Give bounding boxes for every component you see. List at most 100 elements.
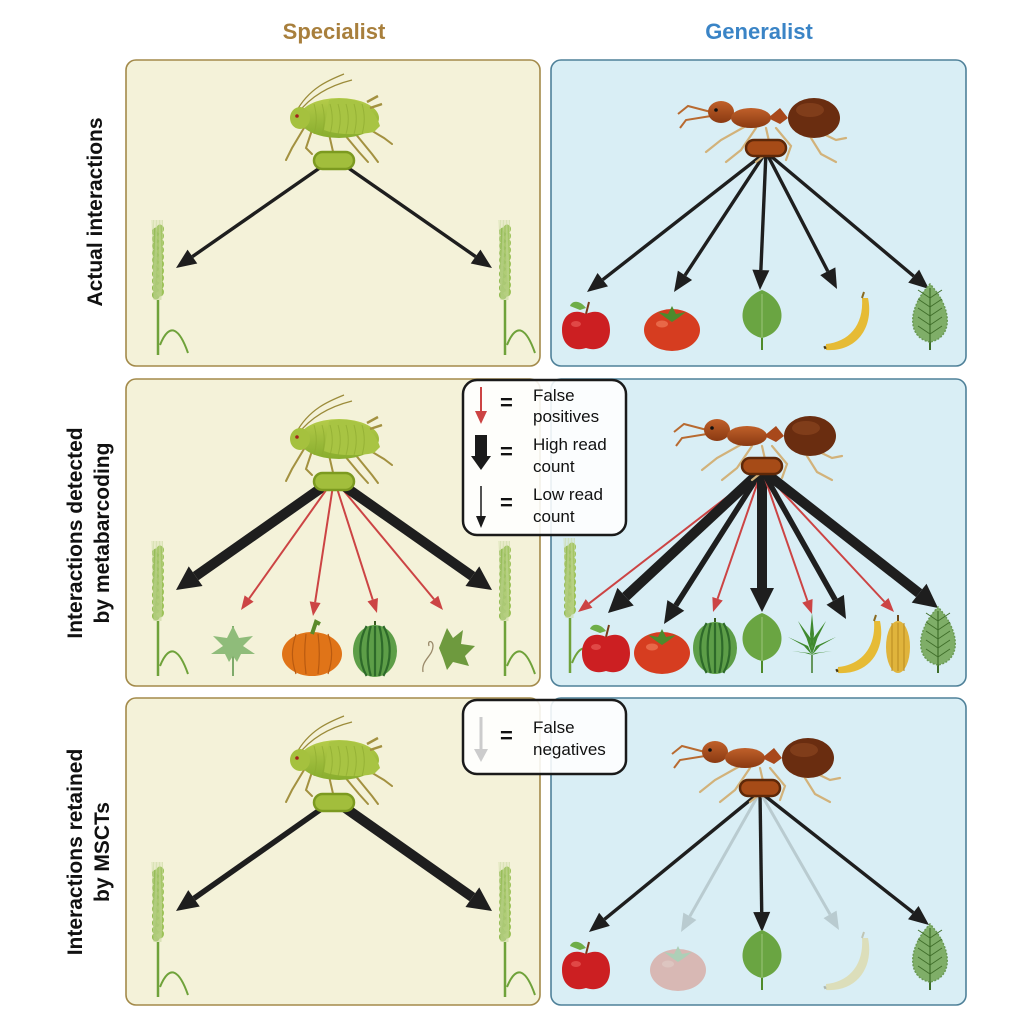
leaf-icon bbox=[742, 613, 782, 673]
interaction-arrow-false-negative bbox=[758, 791, 839, 930]
column-title-generalist: Generalist bbox=[705, 19, 813, 44]
interaction-arrow-true bbox=[759, 468, 846, 619]
consumer-node bbox=[312, 471, 356, 492]
svg-text:=: = bbox=[500, 439, 513, 464]
row-title-retained: Interactions retained by MSCTs bbox=[64, 749, 114, 956]
wheat-icon bbox=[151, 861, 189, 997]
legend-label-low-read-1: Low read bbox=[533, 485, 603, 504]
ant-icon bbox=[677, 98, 848, 164]
ant-icon bbox=[673, 416, 844, 482]
interaction-arrow-true bbox=[764, 151, 837, 289]
panel-specialist-actual bbox=[125, 59, 541, 367]
svg-text:Interactions retained: Interactions retained bbox=[64, 749, 87, 956]
interaction-arrow-false-positive bbox=[333, 478, 378, 613]
interaction-arrow-true bbox=[176, 797, 336, 911]
panel-generalist-actual bbox=[550, 59, 967, 367]
tomato-icon bbox=[634, 629, 690, 674]
legend-label-false-positives-1: False bbox=[533, 386, 575, 405]
aphid-icon bbox=[285, 394, 393, 492]
svg-text:=: = bbox=[500, 490, 513, 515]
wheat-icon bbox=[151, 540, 189, 676]
cannabis-icon bbox=[788, 613, 836, 673]
interaction-arrow-true bbox=[176, 474, 337, 590]
svg-text:Actual interactions: Actual interactions bbox=[84, 117, 107, 306]
consumer-node bbox=[744, 138, 788, 158]
interaction-arrow-false-positive bbox=[309, 478, 335, 616]
apple-icon bbox=[562, 301, 610, 350]
interaction-arrow-true bbox=[331, 795, 492, 911]
weed-leaf-icon bbox=[211, 626, 255, 676]
legend-label-false-positives-2: positives bbox=[533, 407, 599, 426]
legend-retained: = False negatives bbox=[461, 698, 628, 776]
wheat-icon bbox=[498, 219, 536, 355]
cacao-icon bbox=[886, 615, 910, 673]
watermelon-icon bbox=[353, 621, 397, 677]
consumer-node bbox=[740, 456, 784, 476]
leaf-icon bbox=[742, 930, 782, 990]
aphid-icon bbox=[285, 73, 393, 171]
legend-label-high-read-2: count bbox=[533, 457, 575, 476]
interaction-arrow-true bbox=[750, 470, 774, 612]
svg-text:by MSCTs: by MSCTs bbox=[91, 802, 114, 902]
interaction-arrow-false-negative bbox=[681, 791, 762, 932]
wheat-icon bbox=[498, 540, 536, 676]
legend-label-high-read-1: High read bbox=[533, 435, 607, 454]
interaction-arrow-true bbox=[753, 791, 771, 932]
pumpkin-icon bbox=[282, 619, 342, 676]
interaction-arrow-true bbox=[333, 156, 492, 268]
wheat-icon bbox=[151, 219, 189, 355]
banana-icon bbox=[823, 291, 870, 351]
interaction-arrow-true bbox=[664, 468, 765, 624]
interaction-arrow-true bbox=[674, 151, 768, 292]
apple-icon bbox=[582, 624, 630, 673]
legend-label-false-negatives-1: False bbox=[533, 718, 575, 737]
watermelon-icon bbox=[693, 618, 737, 674]
interaction-arrow-true bbox=[608, 466, 766, 613]
grape-leaf-icon bbox=[422, 628, 475, 673]
svg-text:Interactions detected: Interactions detected bbox=[64, 427, 87, 638]
svg-text:=: = bbox=[500, 390, 513, 415]
legend-detected: = False positives = High read count = Lo… bbox=[461, 378, 628, 537]
wheat-icon bbox=[498, 861, 536, 997]
interaction-arrow-false-positive bbox=[333, 478, 443, 610]
ant-icon bbox=[671, 738, 842, 804]
false-negative-arrow-icon bbox=[474, 717, 488, 762]
interaction-arrow-false-positive bbox=[241, 478, 335, 610]
svg-text:=: = bbox=[500, 723, 513, 748]
leaf-icon bbox=[742, 290, 782, 350]
interaction-arrow-true bbox=[589, 790, 762, 932]
apple-icon bbox=[562, 941, 610, 990]
interaction-arrow-true bbox=[587, 150, 768, 292]
interaction-arrow-true bbox=[752, 151, 770, 290]
aphid-icon bbox=[285, 715, 393, 813]
legend-label-low-read-2: count bbox=[533, 507, 575, 526]
banana-icon bbox=[823, 931, 870, 991]
false-positive-arrow-icon bbox=[475, 387, 487, 424]
row-title-actual: Actual interactions bbox=[84, 117, 107, 306]
low-read-count-arrow-icon bbox=[476, 486, 486, 528]
consumer-node bbox=[312, 792, 356, 813]
banana-icon bbox=[835, 614, 882, 674]
tomato-icon bbox=[644, 306, 700, 351]
interaction-arrow-true bbox=[758, 790, 929, 925]
nettle-icon bbox=[912, 922, 948, 990]
svg-text:by metabarcoding: by metabarcoding bbox=[91, 443, 114, 624]
consumer-node bbox=[738, 778, 782, 798]
high-read-count-arrow-icon bbox=[471, 435, 491, 470]
tomato-icon bbox=[650, 946, 706, 991]
panel-generalist-retained bbox=[550, 697, 967, 1006]
legend-label-false-negatives-2: negatives bbox=[533, 740, 606, 759]
nettle-icon bbox=[912, 282, 948, 350]
interaction-arrow-false-positive bbox=[712, 469, 763, 612]
interaction-arrow-true bbox=[764, 150, 929, 289]
interaction-arrow-false-positive bbox=[761, 469, 813, 614]
nettle-icon bbox=[920, 605, 956, 673]
consumer-node bbox=[312, 150, 356, 171]
column-title-specialist: Specialist bbox=[283, 19, 386, 44]
row-title-detected: Interactions detected by metabarcoding bbox=[64, 427, 114, 638]
interaction-arrow-true bbox=[176, 156, 335, 268]
interaction-arrow-true bbox=[331, 474, 492, 590]
interaction-arrow-true bbox=[758, 466, 938, 608]
panel-specialist-retained bbox=[125, 697, 541, 1006]
